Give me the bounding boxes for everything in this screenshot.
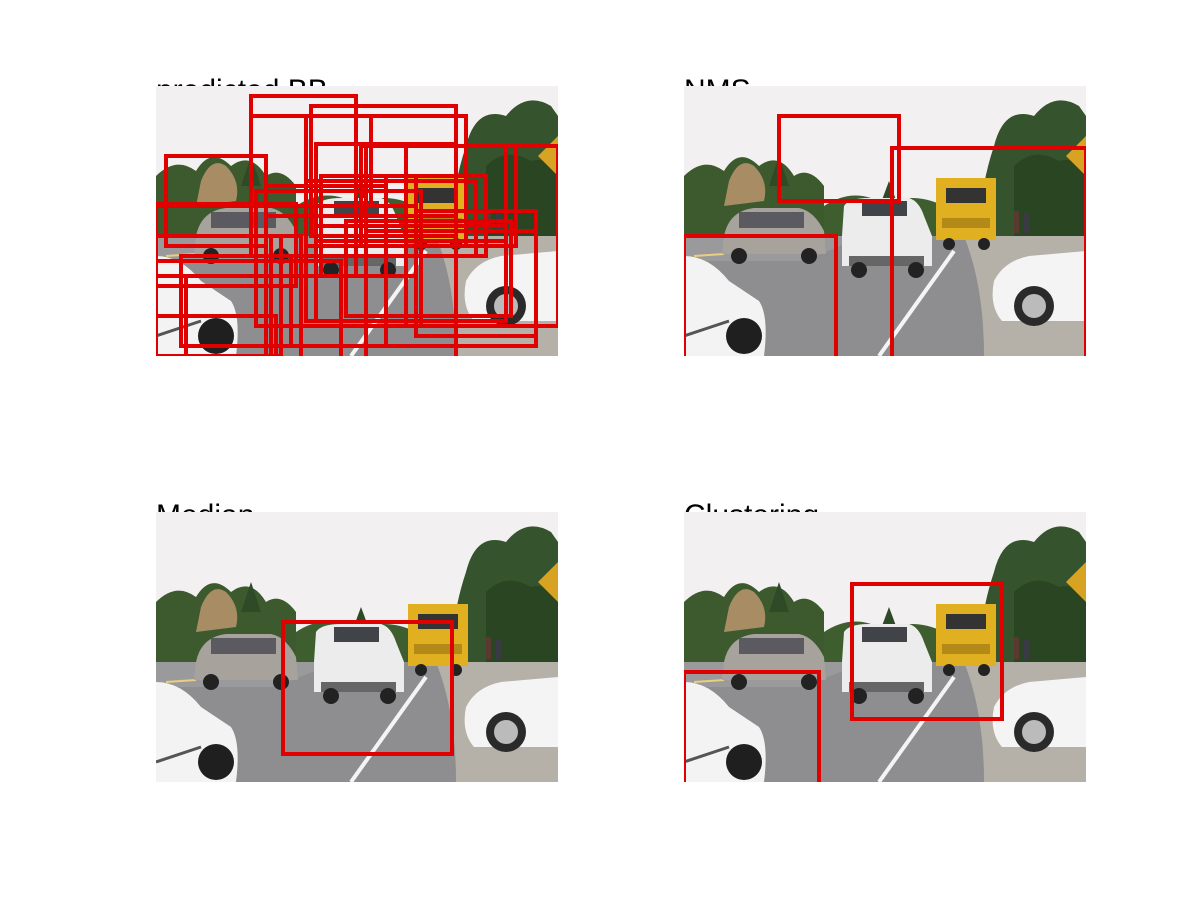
bounding-box: [850, 582, 1004, 721]
bounding-box: [264, 184, 388, 348]
bounding-box: [156, 314, 278, 356]
photo-nms: [684, 86, 1086, 356]
bounding-box: [684, 670, 821, 782]
bounding-box-overlay: [684, 114, 1086, 356]
bounding-box-overlay: [281, 620, 454, 756]
bounding-box: [890, 146, 1086, 356]
bounding-box: [777, 114, 901, 203]
photo-predicted-bb: [156, 86, 558, 356]
bounding-box: [281, 620, 454, 756]
bounding-box: [156, 259, 343, 356]
bounding-box: [156, 204, 358, 278]
bounding-box: [364, 229, 538, 348]
bounding-box: [684, 234, 838, 356]
bounding-box-overlay: [156, 94, 558, 356]
bounding-box-overlay: [684, 582, 1004, 782]
bounding-box: [156, 234, 283, 356]
bounding-box: [404, 144, 558, 328]
bounding-box: [179, 254, 293, 348]
photo-clustering: [684, 512, 1086, 782]
bounding-box: [344, 219, 513, 318]
bounding-box: [314, 224, 508, 323]
bounding-box: [384, 174, 488, 258]
bounding-box: [269, 234, 303, 356]
photo-median: [156, 512, 558, 782]
bounding-box: [254, 189, 423, 328]
